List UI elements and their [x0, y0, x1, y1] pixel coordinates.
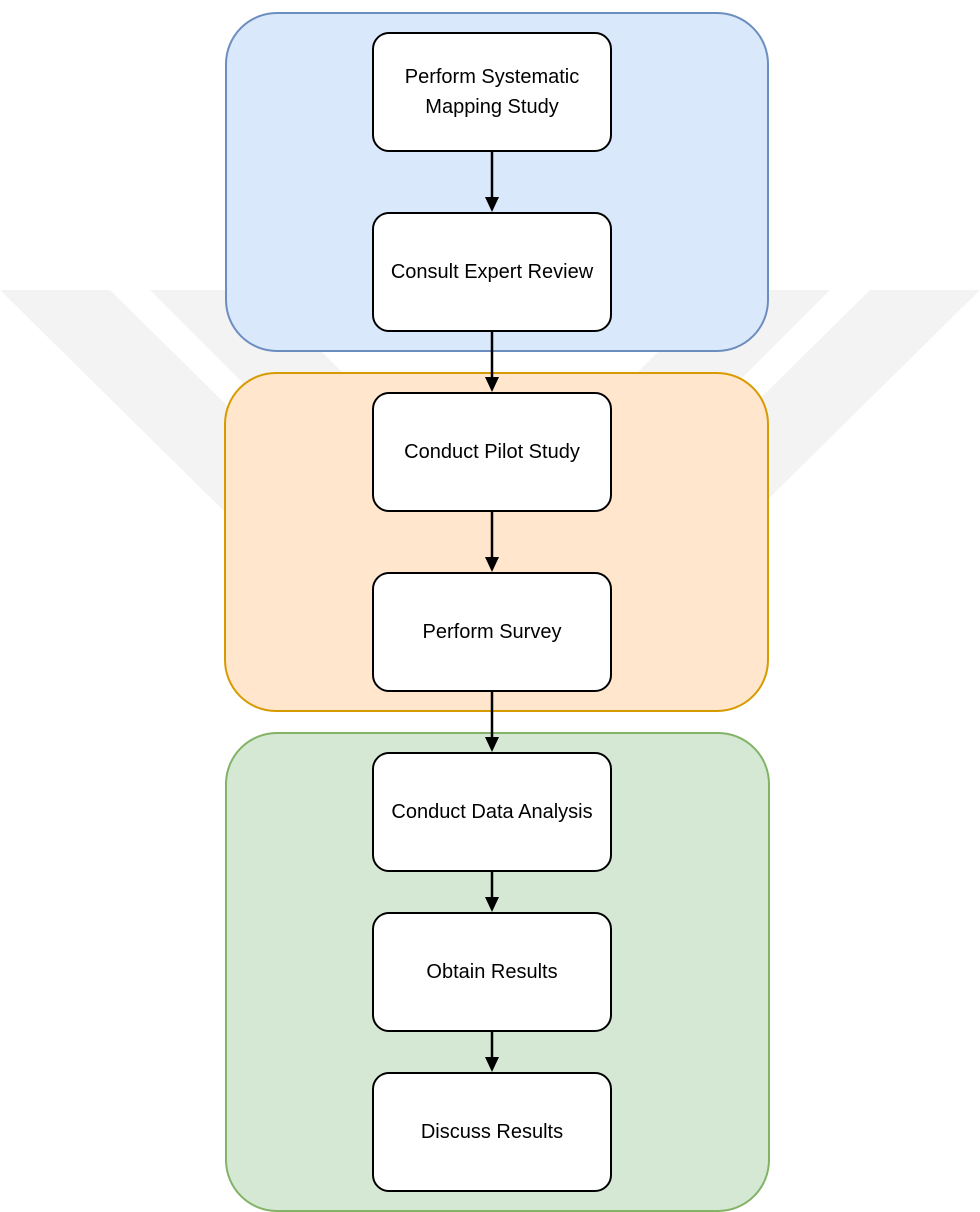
step-label: Conduct Data Analysis: [391, 801, 593, 823]
step-label: Perform Systematic Mapping Study: [404, 66, 580, 118]
step-obtain-results[interactable]: Obtain Results: [372, 912, 612, 1032]
step-conduct-data-analysis[interactable]: Conduct Data Analysis: [372, 752, 612, 872]
step-label: Discuss Results: [420, 1121, 564, 1143]
step-perform-systematic-mapping-study[interactable]: Perform Systematic Mapping Study: [372, 32, 612, 152]
step-discuss-results[interactable]: Discuss Results: [372, 1072, 612, 1192]
step-consult-expert-review[interactable]: Consult Expert Review: [372, 212, 612, 332]
step-perform-survey[interactable]: Perform Survey: [372, 572, 612, 692]
step-label: Obtain Results: [426, 961, 558, 983]
step-label: Perform Survey: [422, 621, 562, 643]
step-label: Conduct Pilot Study: [404, 441, 580, 463]
step-conduct-pilot-study[interactable]: Conduct Pilot Study: [372, 392, 612, 512]
step-label: Consult Expert Review: [390, 261, 594, 283]
